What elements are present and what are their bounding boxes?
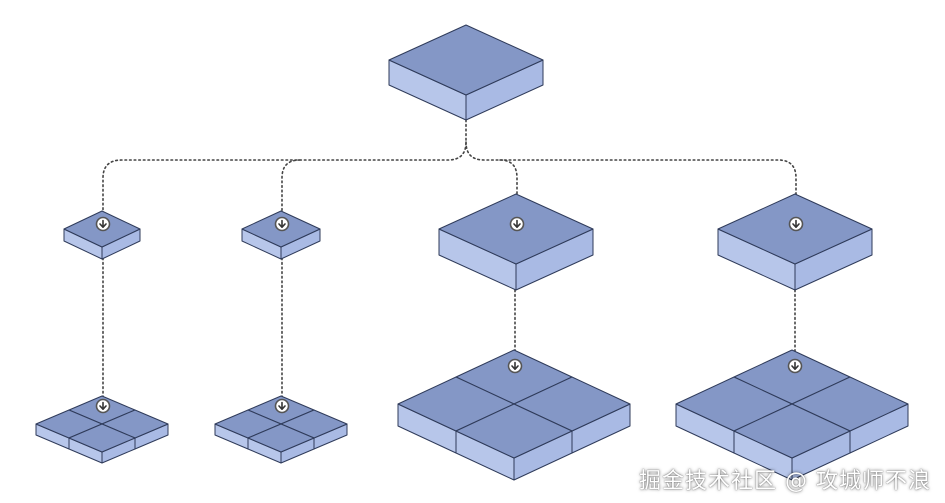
arrow-down-icon-cluster-1 [95, 398, 111, 414]
arrow-down-icon-small-1 [95, 216, 111, 232]
arrow-head [791, 365, 799, 370]
connector-root-to-small-2 [281, 159, 301, 223]
connector-root-to-large-2 [499, 159, 797, 223]
arrow-head [792, 223, 800, 228]
connector-root-to-small-1 [102, 119, 467, 223]
root-block [388, 24, 544, 121]
large-cluster-2-front [733, 403, 851, 481]
watermark: 掘金技术社区 @ 攻城师不浪 [639, 469, 931, 494]
arrow-down-icon-cluster-4 [787, 358, 803, 374]
block-top-face [68, 423, 136, 453]
arrow-down-icon-cluster-3 [507, 358, 523, 374]
markers-layer [95, 216, 804, 414]
arrow-down-icon-small-2 [274, 216, 290, 232]
arrow-head [511, 365, 519, 370]
blocks-layer [35, 24, 909, 481]
connector-lines [102, 119, 797, 405]
small-cluster-2-front [247, 423, 315, 464]
small-cluster-1-front [68, 423, 136, 464]
large-cluster-1-front [455, 403, 573, 481]
block-top-face [455, 403, 573, 459]
arrow-down-icon-large-2 [788, 216, 804, 232]
arrow-down-icon-cluster-2 [274, 398, 290, 414]
block-top-face [247, 423, 315, 453]
connector-root-to-large-1 [465, 141, 518, 223]
large-block-1 [438, 193, 594, 291]
arrow-head [99, 405, 107, 410]
block-top-face [388, 24, 544, 96]
arrow-down-icon-large-1 [509, 216, 525, 232]
arrow-head [278, 223, 286, 228]
arrow-head [99, 223, 107, 228]
arrow-head [513, 223, 521, 228]
block-top-face [733, 403, 851, 459]
large-block-2 [717, 193, 873, 291]
small-block-1 [63, 210, 141, 260]
arrow-head [278, 405, 286, 410]
